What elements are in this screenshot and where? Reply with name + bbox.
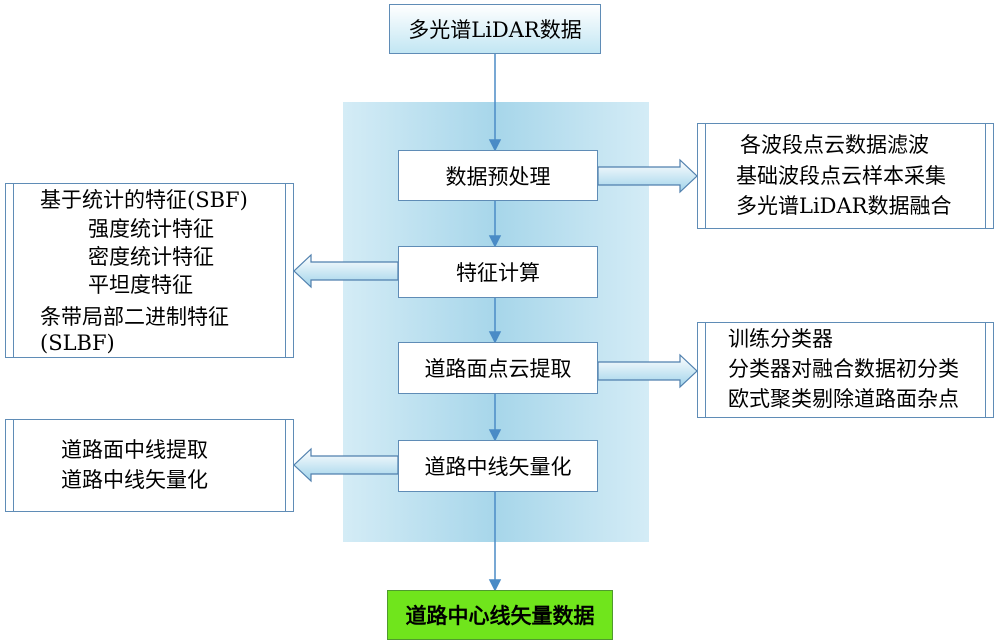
feature-detail-line: 强度统计特征 xyxy=(88,217,214,241)
vectorize-detail-box: 道路面中线提取 道路中线矢量化 xyxy=(5,419,294,512)
fat-arrow-feature-left xyxy=(293,253,399,289)
feature-node: 特征计算 xyxy=(398,246,598,298)
extract-detail-box: 训练分类器 分类器对融合数据初分类 欧式聚类剔除道路面杂点 xyxy=(697,322,994,418)
feature-detail-line: 基于统计的特征(SBF) xyxy=(40,188,248,212)
feature-detail-line: (SLBF) xyxy=(40,331,115,355)
vectorize-node: 道路中线矢量化 xyxy=(398,440,598,492)
fat-arrow-extract-right xyxy=(597,353,698,389)
output-node: 道路中心线矢量数据 xyxy=(387,590,613,640)
feature-detail-line: 密度统计特征 xyxy=(88,245,214,269)
fat-arrow-preprocess-right xyxy=(597,158,698,194)
fat-arrow-vectorize-left xyxy=(293,447,399,483)
feature-detail-box: 基于统计的特征(SBF) 强度统计特征 密度统计特征 平坦度特征 条带局部二进制… xyxy=(5,183,294,358)
preprocess-detail-line: 多光谱LiDAR数据融合 xyxy=(736,194,952,218)
extract-node: 道路面点云提取 xyxy=(398,342,598,394)
preprocess-node: 数据预处理 xyxy=(398,150,598,201)
feature-detail-line: 平坦度特征 xyxy=(88,273,193,297)
extract-detail-line: 训练分类器 xyxy=(728,327,833,351)
vectorize-detail-line: 道路面中线提取 xyxy=(61,438,208,462)
feature-detail-line: 条带局部二进制特征 xyxy=(40,305,229,329)
extract-detail-line: 分类器对融合数据初分类 xyxy=(728,357,959,381)
extract-detail-line: 欧式聚类剔除道路面杂点 xyxy=(728,387,959,411)
preprocess-detail-line: 各波段点云数据滤波 xyxy=(740,133,929,157)
input-node: 多光谱LiDAR数据 xyxy=(389,4,601,54)
preprocess-detail-box: 各波段点云数据滤波 基础波段点云样本采集 多光谱LiDAR数据融合 xyxy=(697,123,994,229)
preprocess-detail-line: 基础波段点云样本采集 xyxy=(736,164,946,188)
vectorize-detail-line: 道路中线矢量化 xyxy=(61,468,208,492)
